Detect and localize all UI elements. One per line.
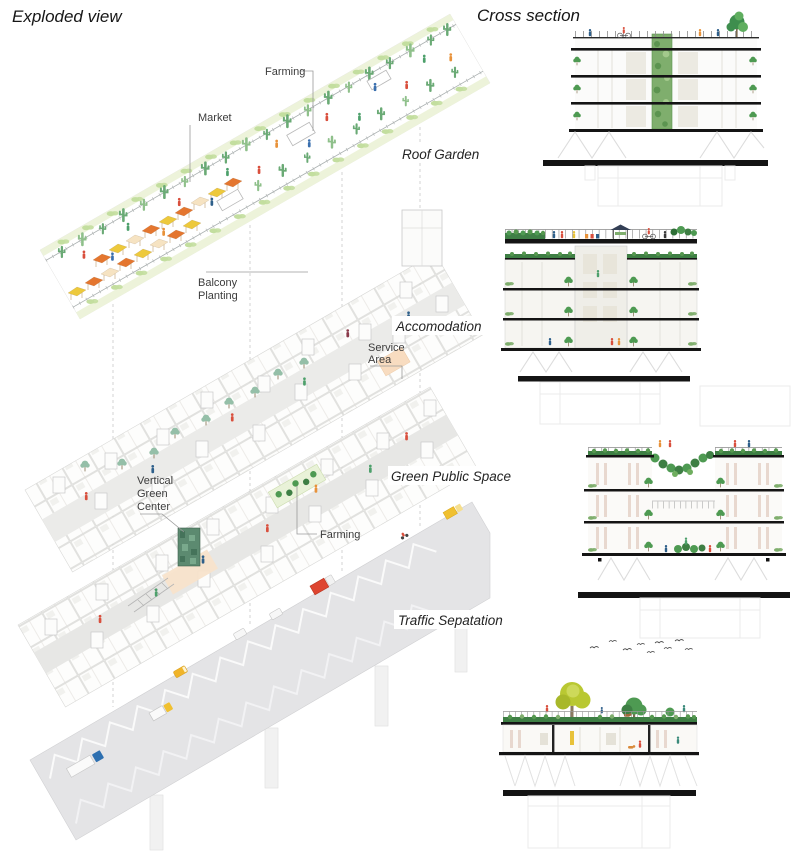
- dog: [628, 745, 636, 749]
- farming-street-label: Farming: [320, 529, 360, 541]
- balcony-planting-label-1: Balcony: [198, 277, 238, 289]
- white-van: [269, 608, 283, 620]
- exploded-view-title: Exploded view: [12, 7, 123, 26]
- red-box-truck: [309, 574, 336, 596]
- roof-garden-layer: [39, 13, 491, 320]
- deck-people: [552, 231, 600, 239]
- roof-park-trees: [555, 682, 675, 723]
- road-deck-bar: [543, 160, 768, 166]
- roof-deck-bar: [505, 239, 697, 244]
- motorcycle: [400, 532, 409, 540]
- road-deck: [29, 501, 491, 841]
- traffic-separation-label: Traffic Sepatation: [398, 613, 503, 628]
- accommodation-layer: [24, 209, 483, 573]
- vertical-green-center-label-2: Green: [137, 488, 168, 500]
- balcony-planting-label-2: Planting: [198, 290, 238, 302]
- understructure: [527, 795, 671, 849]
- wing-green-roofs: [505, 251, 697, 258]
- roof-green-fringe: [588, 448, 782, 455]
- cross-section-title: Cross section: [477, 6, 580, 25]
- cyclist: [642, 228, 656, 240]
- market-label: Market: [198, 112, 232, 124]
- understructure: [639, 597, 761, 639]
- vertical-green-center-label-1: Vertical: [137, 475, 173, 487]
- service-area-label-1: Service: [368, 342, 405, 354]
- support-trusses: [597, 556, 768, 582]
- roof-tree: [726, 11, 748, 37]
- road-sawtooth-texture: [49, 542, 437, 824]
- interior-figures: [628, 736, 680, 749]
- road-deck-bar: [503, 790, 696, 796]
- cross-section-traffic-separation: [499, 682, 699, 849]
- service-area-label-2: Area: [368, 354, 392, 366]
- cross-section-green-public-space: [578, 440, 790, 639]
- roof-green-fringe: [503, 714, 697, 722]
- deck-greenery-right: [670, 226, 697, 236]
- roof-people: [658, 440, 751, 448]
- understructure: [539, 381, 791, 427]
- cyclist: [617, 27, 631, 39]
- cross-section-roof-garden: [543, 11, 768, 207]
- market-stall-on-deck: [610, 224, 631, 239]
- birds-flock: [589, 639, 694, 654]
- white-box-truck: [148, 702, 173, 722]
- blue-semi-truck: [65, 750, 104, 778]
- roof-person: [588, 29, 592, 37]
- roof-garden-label: Roof Garden: [402, 147, 479, 162]
- road-pillar: [374, 665, 389, 727]
- white-van: [233, 628, 247, 640]
- roof-person: [716, 29, 720, 37]
- vertical-green-center-label-3: Center: [137, 501, 170, 513]
- hanging-garland: [650, 451, 714, 477]
- road-pillar: [149, 794, 164, 851]
- roof-person: [698, 29, 702, 37]
- atrium-garden: [674, 543, 706, 553]
- road-deck-bar: [518, 376, 690, 382]
- yellow-van: [173, 665, 188, 678]
- accomodation-label: Accomodation: [395, 319, 482, 334]
- support-trusses: [557, 130, 765, 160]
- farming-roof-label: Farming: [265, 66, 305, 78]
- understructure: [584, 165, 736, 207]
- deck-greenery-left: [505, 229, 546, 239]
- deck-person: [663, 231, 667, 239]
- vertical-green-tower: [177, 527, 201, 567]
- planter-box: [286, 121, 316, 147]
- service-area-floor: [377, 346, 411, 377]
- support-trusses: [519, 350, 683, 374]
- road-deck-bar: [578, 592, 790, 598]
- support-trusses: [504, 754, 698, 788]
- road-pillar: [264, 727, 279, 789]
- green-public-space-label: Green Public Space: [391, 469, 511, 484]
- planter-box: [366, 69, 392, 91]
- traffic-layer: [29, 501, 491, 851]
- planter-box: [216, 188, 244, 212]
- yellow-truck: [442, 503, 463, 520]
- cross-section-accommodation: [501, 224, 791, 427]
- exploded-view-annotations: Farming Market Roof Garden Balcony Plant…: [137, 66, 511, 629]
